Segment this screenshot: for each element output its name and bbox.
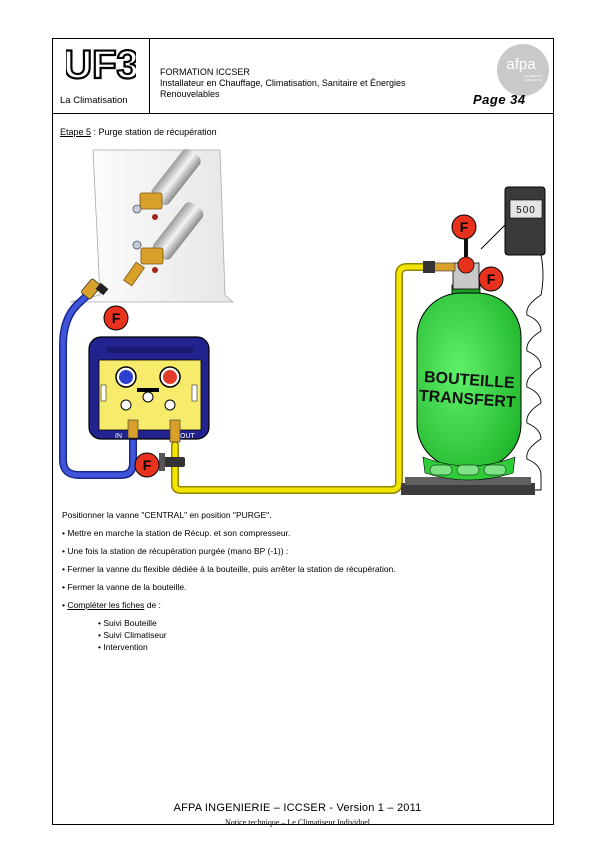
page-number: Page 34 <box>473 92 526 107</box>
fiche-item-2: • Suivi Climatiseur <box>98 630 167 640</box>
station-valve-right <box>164 399 176 411</box>
transfer-bottle: BOUTEILLE TRANSFERT <box>416 284 522 481</box>
formation-line-2: Installateur en Chauffage, Climatisation… <box>160 78 406 99</box>
fiche-item-1: • Suivi Bouteille <box>98 618 157 628</box>
fiche-item-3: • Intervention <box>98 642 148 652</box>
closed-valve-marker-4: F <box>134 452 160 478</box>
yellow-hose <box>172 264 430 493</box>
yellow-hose-connector <box>159 453 185 471</box>
header-left-cell <box>52 38 150 114</box>
fiches-intro: • Compléter les fiches de : <box>62 600 161 610</box>
footer-sub: Notice technique – Le Climatiseur Indivi… <box>224 818 371 827</box>
fiches-intro-underlined: Compléter les fiches <box>67 600 145 610</box>
formation-line-1: FORMATION ICCSER <box>160 67 250 77</box>
formation-title: FORMATION ICCSER Installateur en Chauffa… <box>160 67 450 100</box>
lower-valve <box>132 240 164 273</box>
afpa-logo-disc <box>497 44 549 96</box>
afpa-logo-text: afpa <box>506 56 536 73</box>
svg-text:F: F <box>460 219 469 235</box>
service-valves <box>123 149 204 287</box>
module-name: La Climatisation <box>60 95 128 106</box>
wall-panel <box>69 149 235 303</box>
bottle-label-line-1: BOUTEILLE <box>423 369 515 392</box>
instruction-5: • Fermer la vanne de la bouteille. <box>62 582 187 592</box>
closed-valve-marker-2: F <box>478 266 504 292</box>
afpa-logo-small-1: LE SERVICE <box>524 74 542 78</box>
station-out-label: OUT <box>180 433 196 440</box>
step-heading: Etape 5 : Purge station de récupération <box>60 127 217 137</box>
power-cord <box>517 254 544 491</box>
step-title: : Purge station de récupération <box>91 127 217 137</box>
svg-text:F: F <box>112 310 121 326</box>
central-valve <box>142 391 154 403</box>
blue-hose-connector <box>81 278 109 300</box>
uf3-logo-text: UF3 <box>66 43 136 86</box>
header-rule <box>150 113 554 114</box>
step-label: Etape 5 <box>60 127 92 137</box>
afpa-logo-small-2: FORMATION <box>524 78 542 82</box>
scale-reading: 500 <box>516 205 536 216</box>
instruction-4: • Fermer la vanne du flexible dédiée à l… <box>62 564 396 574</box>
svg-text:F: F <box>487 271 496 287</box>
blue-hose <box>60 287 136 478</box>
upper-valve <box>132 192 163 220</box>
closed-valve-marker-1: F <box>451 214 477 240</box>
instruction-1: Positionner la vanne "CENTRAL" en positi… <box>62 510 272 520</box>
footer-main: AFPA INGENIERIE – ICCSER - Version 1 – 2… <box>173 802 422 814</box>
page-frame <box>52 38 554 825</box>
uf3-logo: UF3 <box>66 42 136 86</box>
scale-base <box>401 477 535 495</box>
station-valve-left <box>120 399 132 411</box>
svg-text:F: F <box>143 457 152 473</box>
afpa-logo: afpa LE SERVICE FORMATION <box>497 44 549 96</box>
bottle-valve <box>423 235 480 290</box>
instruction-3: • Une fois la station de récupération pu… <box>62 546 289 556</box>
recovery-station: IN OUT <box>88 336 210 443</box>
purge-diagram: IN OUT BOUTEILLE TRANSFERT <box>59 149 546 495</box>
bottle-label-line-2: TRANSFERT <box>418 388 516 412</box>
instruction-2: • Mettre en marche la station de Récup. … <box>62 528 291 538</box>
station-in-label: IN <box>115 433 122 440</box>
closed-valve-marker-3: F <box>103 305 129 331</box>
scale-display: 500 <box>480 186 546 256</box>
